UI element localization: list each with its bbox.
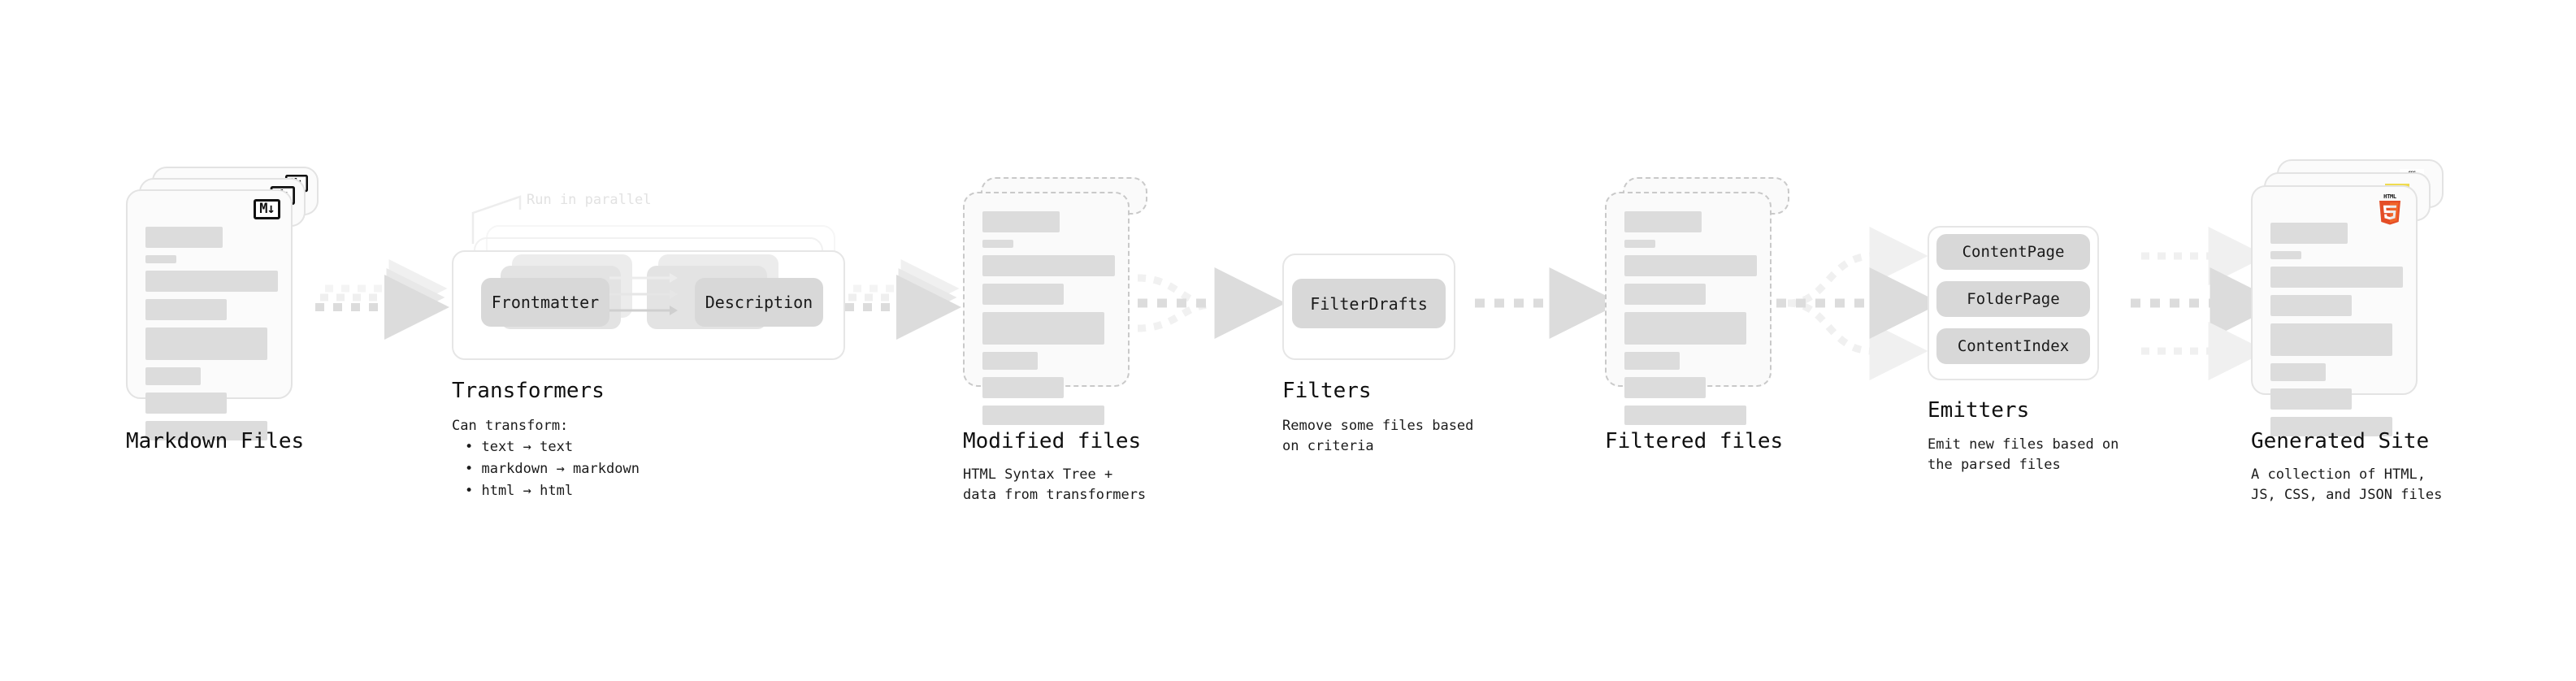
stage-title-filtered-files: Filtered files — [1605, 429, 1784, 453]
transformers-list-item: • markdown → markdown — [465, 461, 640, 478]
modified-file-card-front — [963, 192, 1130, 425]
file-skeleton — [2270, 223, 2403, 444]
transformer-chip-description[interactable]: Description — [695, 278, 823, 327]
transformers-list-item: • text → text — [465, 439, 574, 455]
skeleton-bar — [1624, 284, 1706, 305]
skeleton-bar — [145, 255, 176, 263]
stage-modified-files — [963, 177, 1166, 445]
skeleton-bar — [1624, 352, 1680, 370]
skeleton-bar — [2270, 267, 2403, 288]
html5-badge: HTML — [2377, 193, 2403, 226]
skeleton-bar — [2270, 388, 2352, 410]
skeleton-bar — [145, 367, 201, 385]
transformer-chip-frontmatter[interactable]: Frontmatter — [481, 278, 609, 327]
skeleton-bar — [145, 227, 223, 248]
stage-title-modified-files: Modified files — [963, 429, 1142, 453]
file-skeleton — [145, 227, 278, 448]
transformers-list: • text → text • markdown → markdown • html… — [465, 436, 640, 503]
skeleton-bar — [1624, 312, 1746, 345]
file-skeleton — [982, 211, 1115, 432]
skeleton-bar — [1624, 255, 1757, 276]
stage-generated-site: CSS HTML — [2251, 159, 2454, 436]
skeleton-bar — [982, 406, 1104, 425]
stage-markdown-files: M↓ M↓ M↓ — [126, 167, 329, 440]
skeleton-bar — [145, 393, 227, 414]
filter-chip-filterdrafts[interactable]: FilterDrafts — [1292, 279, 1446, 328]
transformers-subtitle: Can transform: — [452, 418, 569, 434]
generated-site-subtitle: A collection of HTML, JS, CSS, and JSON … — [2251, 466, 2443, 503]
emitter-chip-contentindex[interactable]: ContentIndex — [1936, 328, 2090, 364]
stage-title-transformers: Transformers — [452, 379, 605, 403]
stage-title-emitters: Emitters — [1928, 398, 2030, 423]
skeleton-bar — [1624, 240, 1655, 248]
stage-title-markdown-files: Markdown Files — [126, 429, 305, 453]
filters-subtitle: Remove some files based on criteria — [1282, 418, 1474, 454]
skeleton-bar — [145, 327, 267, 360]
skeleton-bar — [982, 240, 1013, 248]
run-in-parallel-label: Run in parallel — [527, 192, 652, 208]
html5-shield-icon — [2377, 200, 2403, 226]
skeleton-bar — [982, 312, 1104, 345]
skeleton-bar — [145, 271, 278, 292]
skeleton-bar — [2270, 251, 2301, 259]
stage-title-generated-site: Generated Site — [2251, 429, 2430, 453]
skeleton-bar — [1624, 211, 1702, 232]
modified-files-subtitle: HTML Syntax Tree + data from transformer… — [963, 466, 1147, 503]
transformers-list-item: • html → html — [465, 483, 574, 500]
emitters-subtitle: Emit new files based on the parsed files — [1928, 436, 2119, 473]
skeleton-bar — [2270, 417, 2392, 436]
skeleton-bar — [145, 421, 267, 440]
emitter-chip-contentpage[interactable]: ContentPage — [1936, 234, 2090, 270]
html5-badge-label: HTML — [2383, 193, 2396, 200]
file-skeleton — [1624, 211, 1757, 432]
skeleton-bar — [982, 284, 1064, 305]
transformer-inner-arrows — [609, 273, 678, 315]
skeleton-bar — [1624, 377, 1706, 398]
skeleton-bar — [2270, 223, 2348, 244]
stage-filtered-files — [1605, 177, 1808, 445]
markdown-file-card-front: M↓ — [126, 189, 293, 440]
skeleton-bar — [982, 255, 1115, 276]
stage-title-filters: Filters — [1282, 379, 1372, 403]
skeleton-bar — [982, 352, 1038, 370]
skeleton-bar — [145, 299, 227, 320]
skeleton-bar — [2270, 363, 2326, 381]
site-file-card-html: HTML — [2251, 185, 2418, 436]
skeleton-bar — [2270, 323, 2392, 356]
markdown-badge: M↓ — [254, 199, 280, 219]
filtered-file-card-front — [1605, 192, 1772, 425]
skeleton-bar — [982, 211, 1060, 232]
skeleton-bar — [1624, 406, 1746, 425]
skeleton-bar — [982, 377, 1064, 398]
skeleton-bar — [2270, 295, 2352, 316]
connector-emitters-to-site — [2131, 227, 2282, 380]
emitter-chip-folderpage[interactable]: FolderPage — [1936, 281, 2090, 317]
